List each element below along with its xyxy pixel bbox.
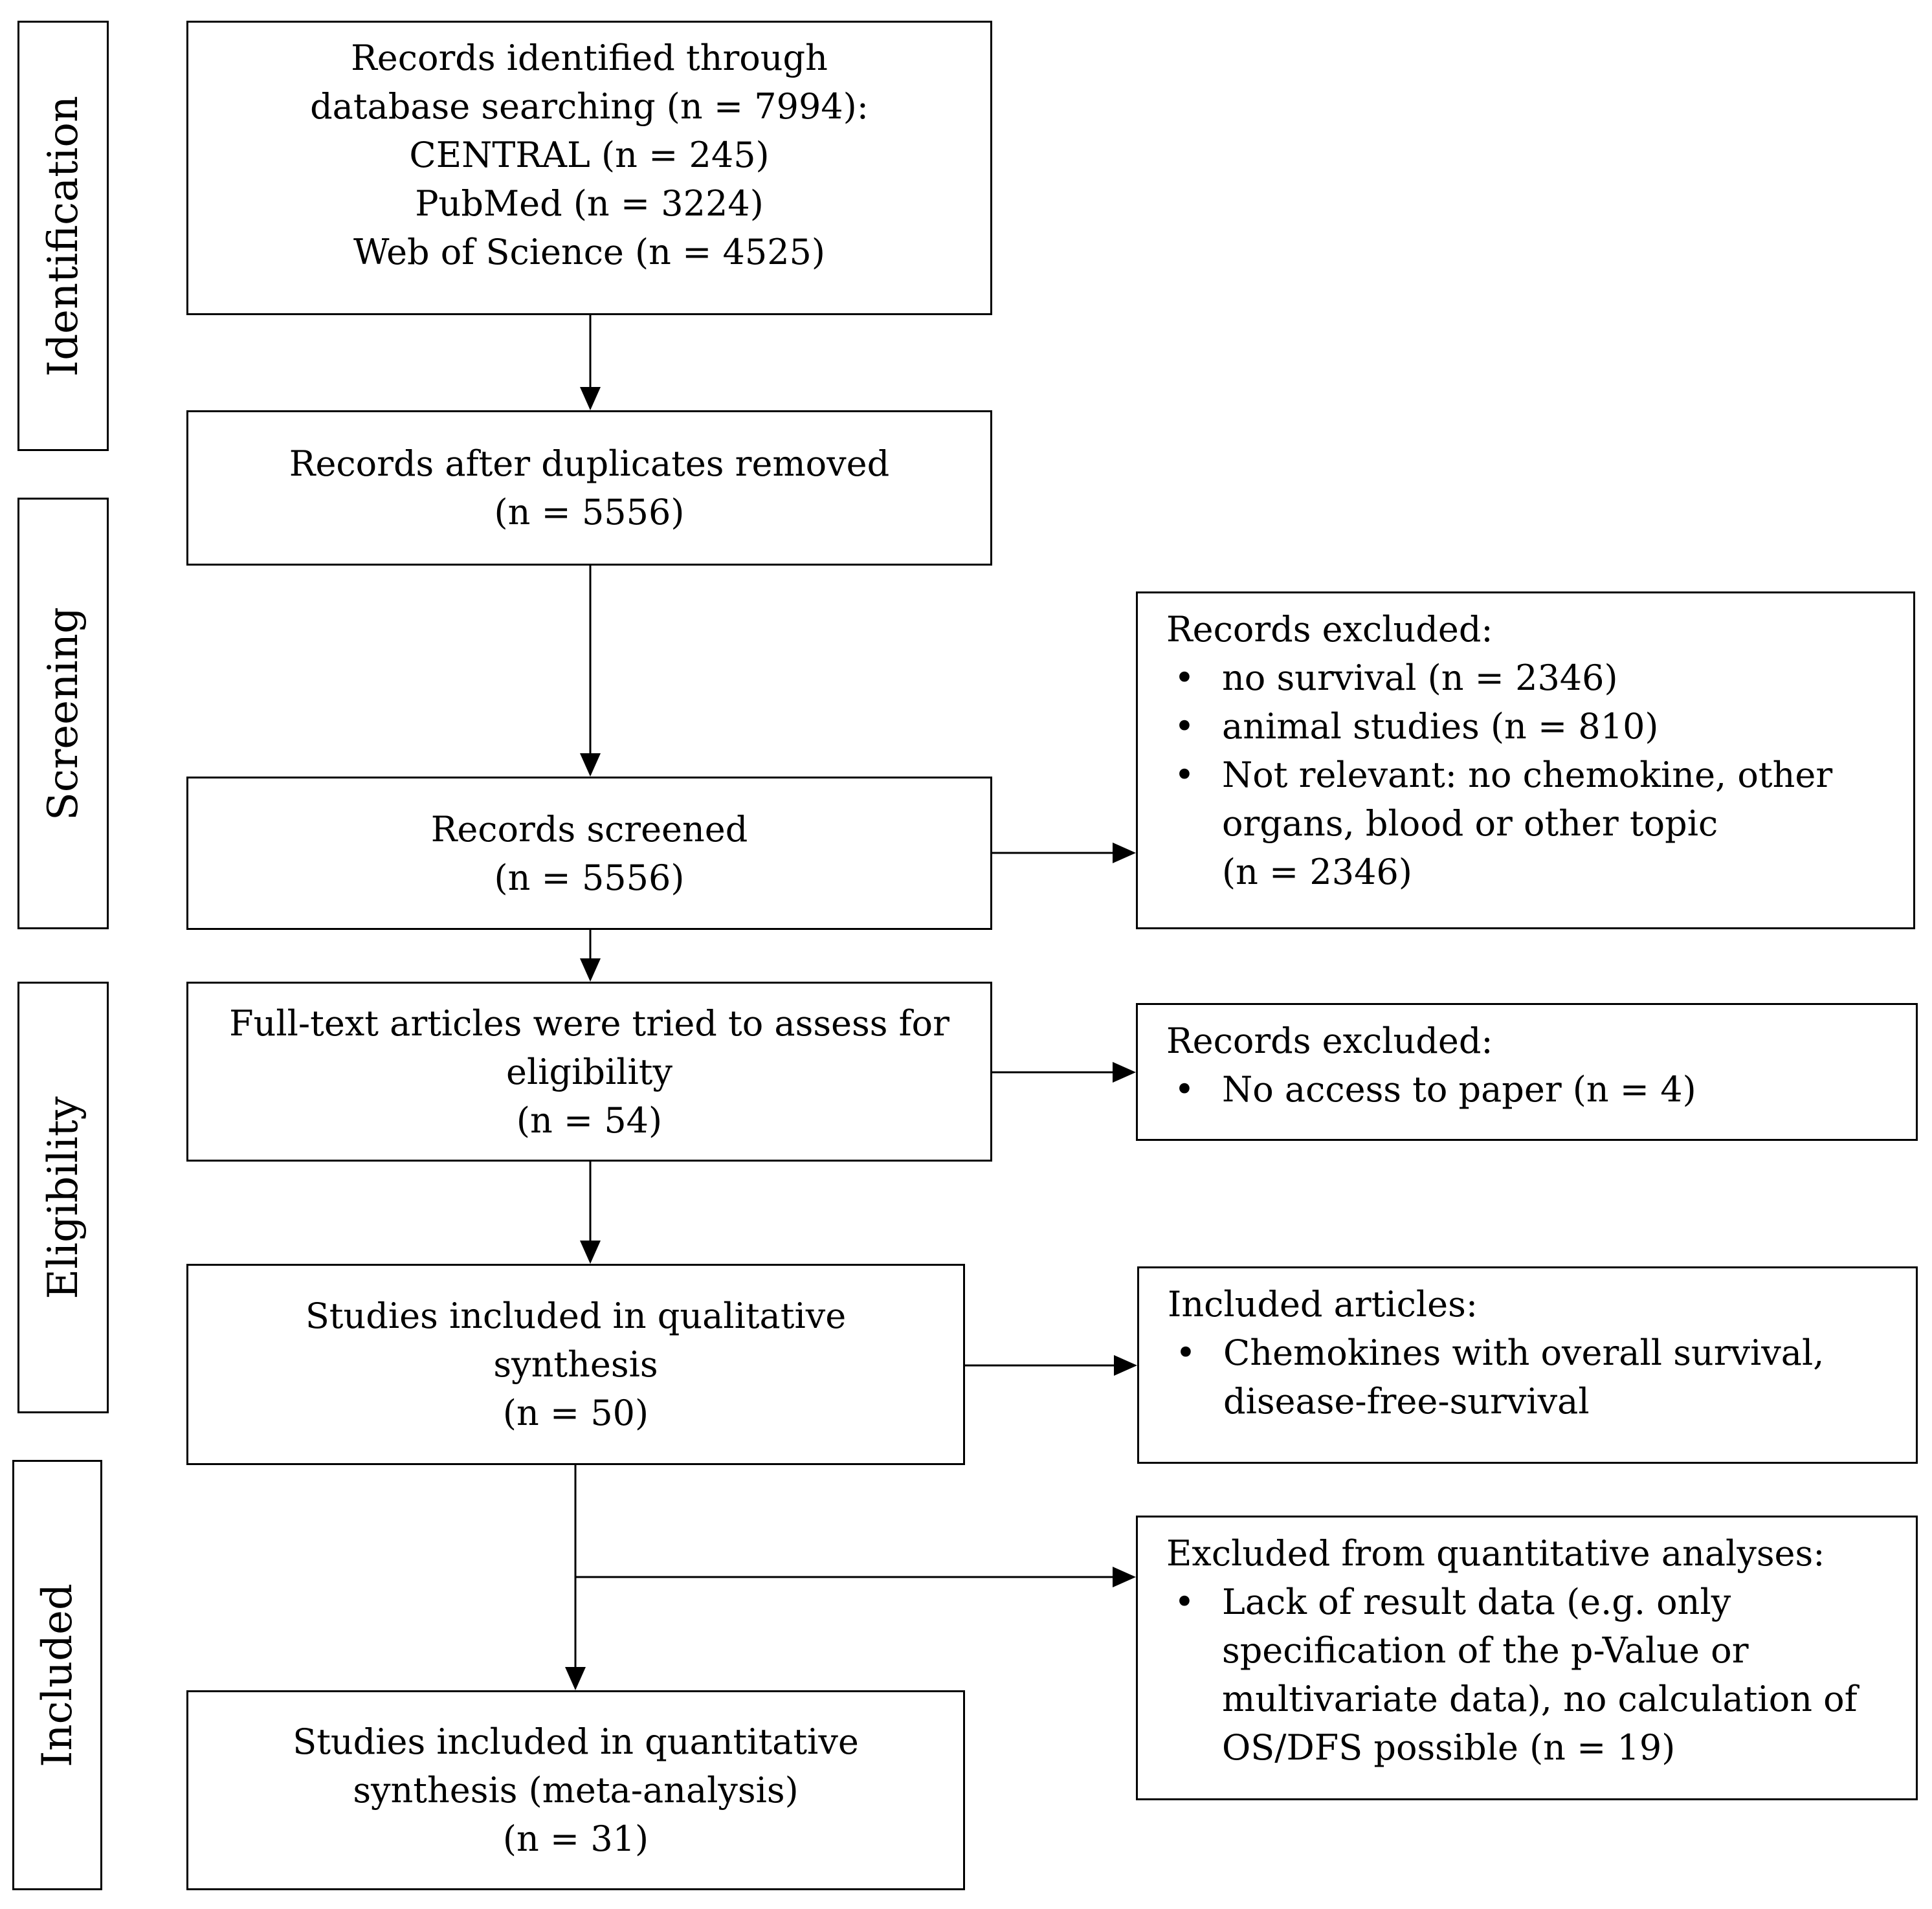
flow-box-line: PubMed (n = 3224) — [415, 183, 764, 224]
flow-box-records-screened: Records screened (n = 5556) — [186, 777, 992, 930]
arrow-head — [580, 958, 601, 982]
stage-label: Eligibility — [39, 1096, 87, 1299]
arrow-head — [565, 1667, 586, 1690]
flow-box-line: synthesis (meta-analysis) — [353, 1770, 799, 1811]
bullet-line: disease-free-survival — [1223, 1381, 1590, 1422]
flow-box-line: Studies included in qualitative — [305, 1296, 847, 1336]
arrow-head — [1113, 843, 1136, 863]
arrow-fulltext-to-qualitative — [580, 1162, 601, 1264]
side-box-eligibility-excluded: Records excluded: No access to paper (n … — [1136, 1003, 1918, 1141]
bullet-line: No access to paper (n = 4) — [1222, 1069, 1696, 1110]
arrow-head — [1114, 1355, 1137, 1376]
bullet-line: no survival (n = 2346) — [1222, 657, 1618, 698]
flow-box-records-identified: Records identified through database sear… — [186, 21, 992, 315]
bullet-line: OS/DFS possible (n = 19) — [1222, 1727, 1676, 1768]
flow-box-qualitative-synthesis: Studies included in qualitative synthesi… — [186, 1264, 965, 1465]
flow-box-fulltext-assessed: Full-text articles were tried to assess … — [186, 982, 992, 1162]
flow-box-line: (n = 5556) — [494, 857, 685, 898]
side-box-heading: Records excluded: — [1166, 609, 1493, 650]
side-box-heading: Included articles: — [1168, 1284, 1478, 1325]
side-box-quantitative-excluded: Excluded from quantitative analyses: Lac… — [1136, 1516, 1918, 1800]
flow-box-line: (n = 50) — [502, 1393, 649, 1433]
arrow-qualitative-to-included-articles — [965, 1355, 1137, 1376]
stage-label: Screening — [39, 606, 87, 821]
flow-box-line: Records identified through — [351, 38, 828, 78]
side-box-heading: Excluded from quantitative analyses: — [1166, 1533, 1825, 1574]
bullet-line: Lack of result data (e.g. only — [1222, 1582, 1731, 1622]
side-box-screening-excluded: Records excluded: no survival (n = 2346)… — [1136, 591, 1915, 929]
bullet-list: Lack of result data (e.g. only specifica… — [1166, 1578, 1903, 1772]
bullet-line: (n = 2346) — [1222, 852, 1412, 892]
stage-screening: Screening — [17, 498, 109, 929]
bullet-item: Lack of result data (e.g. only specifica… — [1166, 1578, 1903, 1772]
stage-label: Included — [33, 1583, 82, 1767]
arrow-deduplicated-to-screened — [580, 566, 601, 777]
arrow-identified-to-deduplicated — [580, 315, 601, 410]
bullet-line: organs, blood or other topic — [1222, 803, 1718, 844]
flow-box-line: Studies included in quantitative — [293, 1721, 859, 1762]
flow-box-line: Full-text articles were tried to assess … — [229, 1002, 949, 1044]
flow-box-line: (n = 31) — [502, 1818, 649, 1859]
arrow-head — [580, 753, 601, 777]
bullet-item: No access to paper (n = 4) — [1166, 1065, 1903, 1114]
bullet-line: Chemokines with overall survival, — [1223, 1332, 1825, 1373]
arrow-qualitative-to-quantitative — [565, 1465, 586, 1690]
flow-box-duplicates-removed: Records after duplicates removed (n = 55… — [186, 410, 992, 566]
side-box-included-articles: Included articles: Chemokines with overa… — [1137, 1266, 1918, 1464]
bullet-line: multivariate data), no calculation of — [1222, 1679, 1858, 1719]
bullet-item: Not relevant: no chemokine, other organs… — [1166, 751, 1900, 896]
arrow-head — [1113, 1567, 1136, 1587]
arrow-fulltext-to-excluded — [992, 1062, 1136, 1083]
flow-box-line: (n = 54) — [516, 1099, 663, 1141]
arrow-head — [580, 387, 601, 410]
flow-box-line: Records screened — [430, 808, 748, 850]
bullet-line: Not relevant: no chemokine, other — [1222, 755, 1833, 795]
side-box-heading: Records excluded: — [1166, 1021, 1493, 1061]
arrow-head — [580, 1241, 601, 1264]
bullet-line: animal studies (n = 810) — [1222, 706, 1659, 747]
bullet-list: no survival (n = 2346) animal studies (n… — [1166, 654, 1900, 896]
bullet-list: No access to paper (n = 4) — [1166, 1065, 1903, 1114]
bullet-item: no survival (n = 2346) — [1166, 654, 1900, 702]
flow-box-line: (n = 5556) — [494, 492, 685, 533]
arrow-head — [1113, 1062, 1136, 1083]
bullet-item: animal studies (n = 810) — [1166, 702, 1900, 751]
flow-box-line: Web of Science (n = 4525) — [353, 232, 825, 272]
arrow-screened-to-excluded — [992, 843, 1136, 863]
flow-box-line: database searching (n = 7994): — [310, 86, 869, 127]
flow-box-line: eligibility — [506, 1051, 672, 1092]
flow-box-quantitative-synthesis: Studies included in quantitative synthes… — [186, 1690, 965, 1890]
arrow-screened-to-fulltext — [580, 930, 601, 982]
stage-eligibility: Eligibility — [17, 982, 109, 1413]
flow-box-line: CENTRAL (n = 245) — [409, 135, 770, 175]
stage-identification: Identification — [17, 21, 109, 451]
bullet-list: Chemokines with overall survival, diseas… — [1168, 1329, 1903, 1426]
stage-label: Identification — [39, 95, 87, 377]
flow-box-line: synthesis — [493, 1344, 658, 1385]
stage-included: Included — [12, 1460, 102, 1890]
bullet-line: specification of the p-Value or — [1222, 1630, 1749, 1671]
bullet-item: Chemokines with overall survival, diseas… — [1168, 1329, 1903, 1426]
flow-box-line: Records after duplicates removed — [289, 443, 890, 484]
arrow-branch-to-quantitative-excluded — [575, 1567, 1136, 1587]
